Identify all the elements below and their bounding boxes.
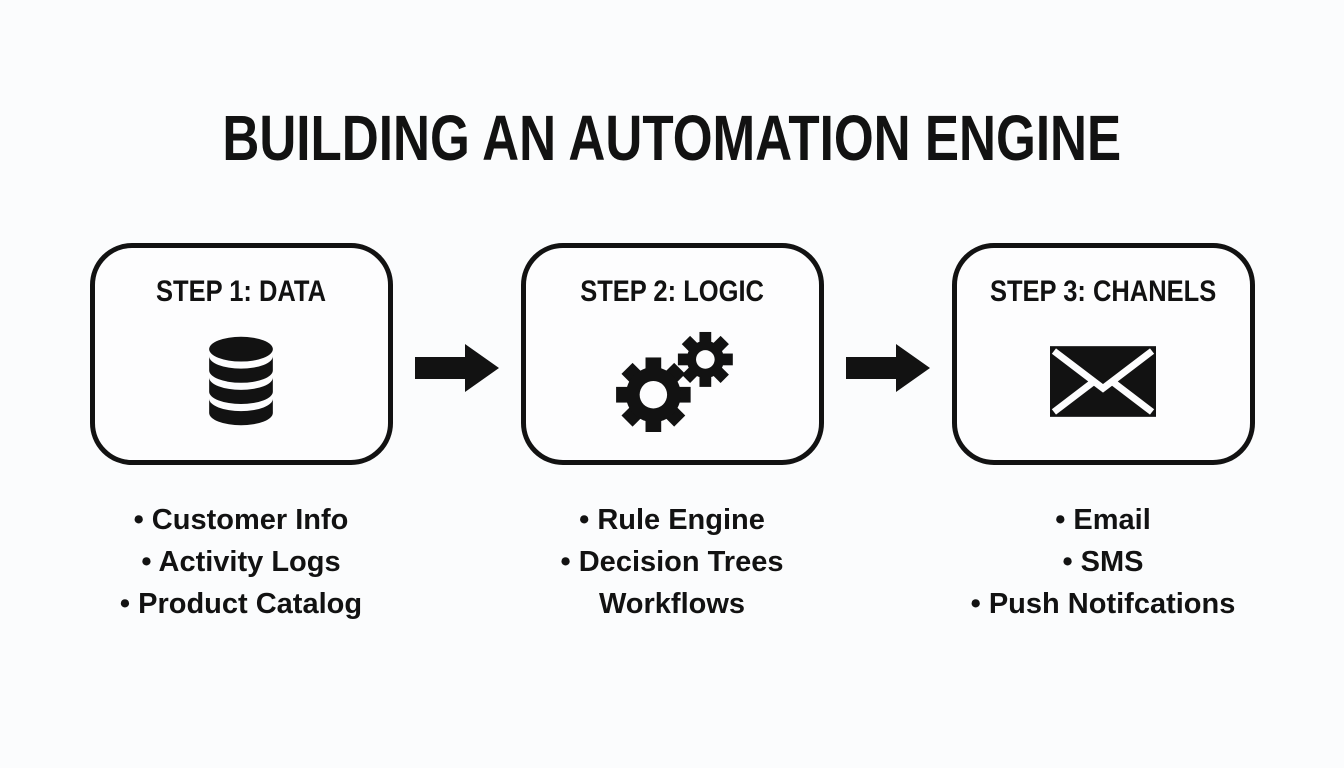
- envelope-icon: [1050, 345, 1156, 417]
- step-1-icon-slot: [201, 310, 281, 460]
- connector-1: [393, 243, 521, 392]
- list-item: • Activity Logs: [141, 546, 341, 578]
- step-1-heading: STEP 1: DATA: [155, 275, 327, 308]
- step-3-box: STEP 3: CHANELS: [951, 243, 1255, 465]
- arrow-right-icon: [845, 344, 930, 392]
- step-2-icon-slot: [610, 310, 734, 460]
- flow-row: STEP 1: DATA • Customer Info • Activity …: [0, 243, 1344, 625]
- step-1-column: STEP 1: DATA • Customer Info • Activity …: [89, 243, 393, 625]
- step-2-column: STEP 2: LOGIC: [520, 243, 824, 625]
- page-title: BUILDING AN AUTOMATION ENGINE: [222, 101, 1122, 174]
- step-2-list: • Rule Engine • Decision Trees Workflows: [561, 499, 784, 625]
- connector-2: [824, 243, 952, 392]
- list-item: • Rule Engine: [579, 504, 765, 536]
- step-3-list: • Email • SMS • Push Notifcations: [971, 499, 1236, 625]
- database-icon: [209, 336, 273, 426]
- list-item: • Push Notifcations: [970, 588, 1236, 620]
- list-item: • Email: [1055, 504, 1151, 536]
- arrow-right-icon: [414, 344, 499, 392]
- step-3-column: STEP 3: CHANELS • Email • SMS • Push Not…: [951, 243, 1255, 625]
- step-2-box: STEP 2: LOGIC: [520, 243, 824, 465]
- step-1-box: STEP 1: DATA: [89, 243, 393, 465]
- step-3-icon-slot: [1050, 310, 1156, 460]
- list-item: • Product Catalog: [119, 588, 363, 620]
- step-3-heading: STEP 3: CHANELS: [989, 275, 1217, 308]
- list-item: • Decision Trees: [560, 546, 784, 578]
- list-item: • SMS: [1062, 546, 1144, 578]
- step-2-heading: STEP 2: LOGIC: [580, 275, 764, 308]
- list-item: • Customer Info: [133, 504, 349, 536]
- step-1-list: • Customer Info • Activity Logs • Produc…: [120, 499, 362, 625]
- list-item: Workflows: [598, 588, 746, 620]
- gears-icon: [616, 331, 733, 432]
